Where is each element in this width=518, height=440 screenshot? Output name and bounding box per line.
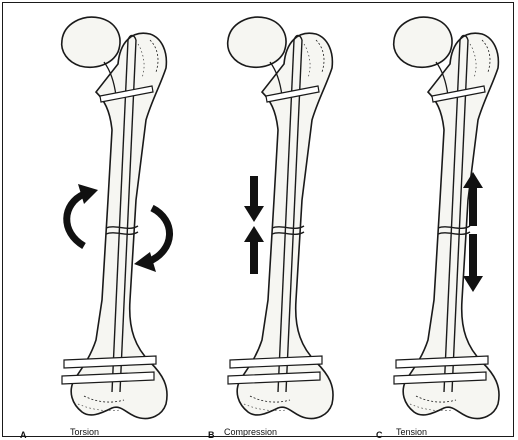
compression-arrows — [244, 176, 264, 274]
caption-tension: Tension — [396, 427, 427, 437]
caption-torsion: Torsion — [70, 427, 99, 437]
femur-panel-c — [394, 17, 499, 418]
caption-compression: Compression — [224, 427, 277, 437]
femur-panel-a — [62, 17, 167, 418]
femur-panel-b — [228, 17, 333, 418]
